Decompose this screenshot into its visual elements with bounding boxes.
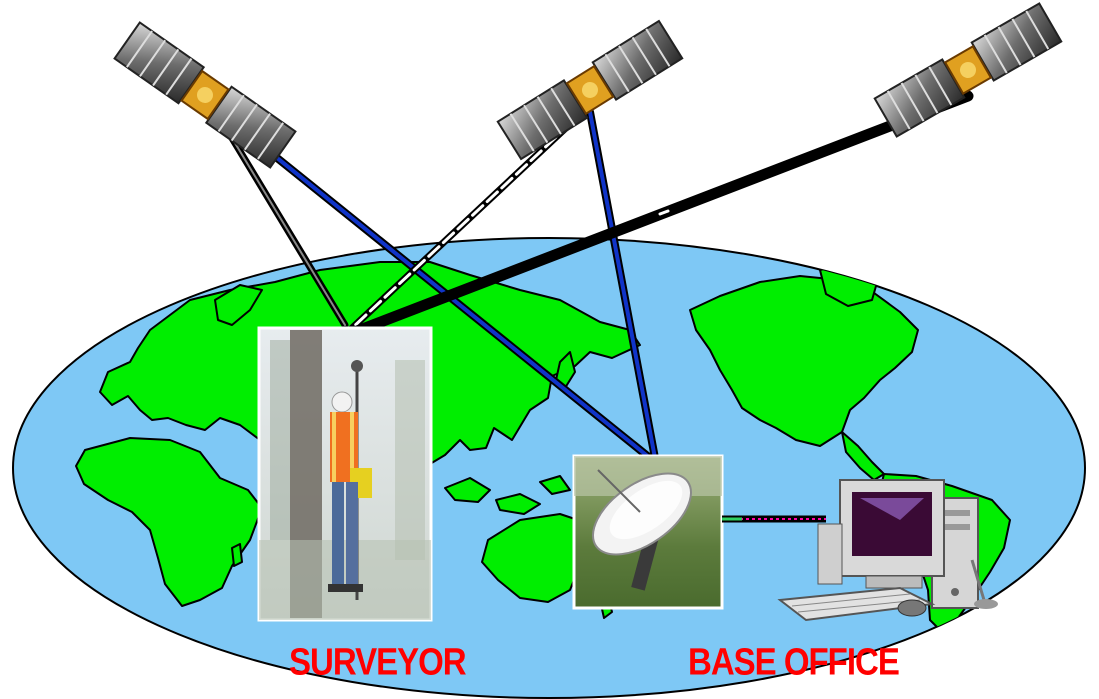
central-america-landmass <box>841 431 885 481</box>
japan-landmass <box>555 351 576 389</box>
africa-landmass <box>75 437 263 607</box>
base-office-label: BASE OFFICE <box>688 640 900 683</box>
satellite-dish-photo <box>572 454 724 610</box>
australia-landmass <box>481 513 583 603</box>
surveyor-photo <box>257 326 433 622</box>
world-map <box>12 237 1086 699</box>
satellite-1-icon <box>113 21 297 169</box>
scandinavia-landmass <box>214 284 263 326</box>
madagascar-landmass <box>231 543 243 567</box>
satellite-3-icon <box>873 2 1063 138</box>
surveyor-label: SURVEYOR <box>289 640 467 683</box>
indonesia-landmass <box>444 475 571 515</box>
satellite-2-icon <box>496 19 684 161</box>
computer-icon <box>777 479 998 622</box>
signal-lines <box>211 90 974 462</box>
